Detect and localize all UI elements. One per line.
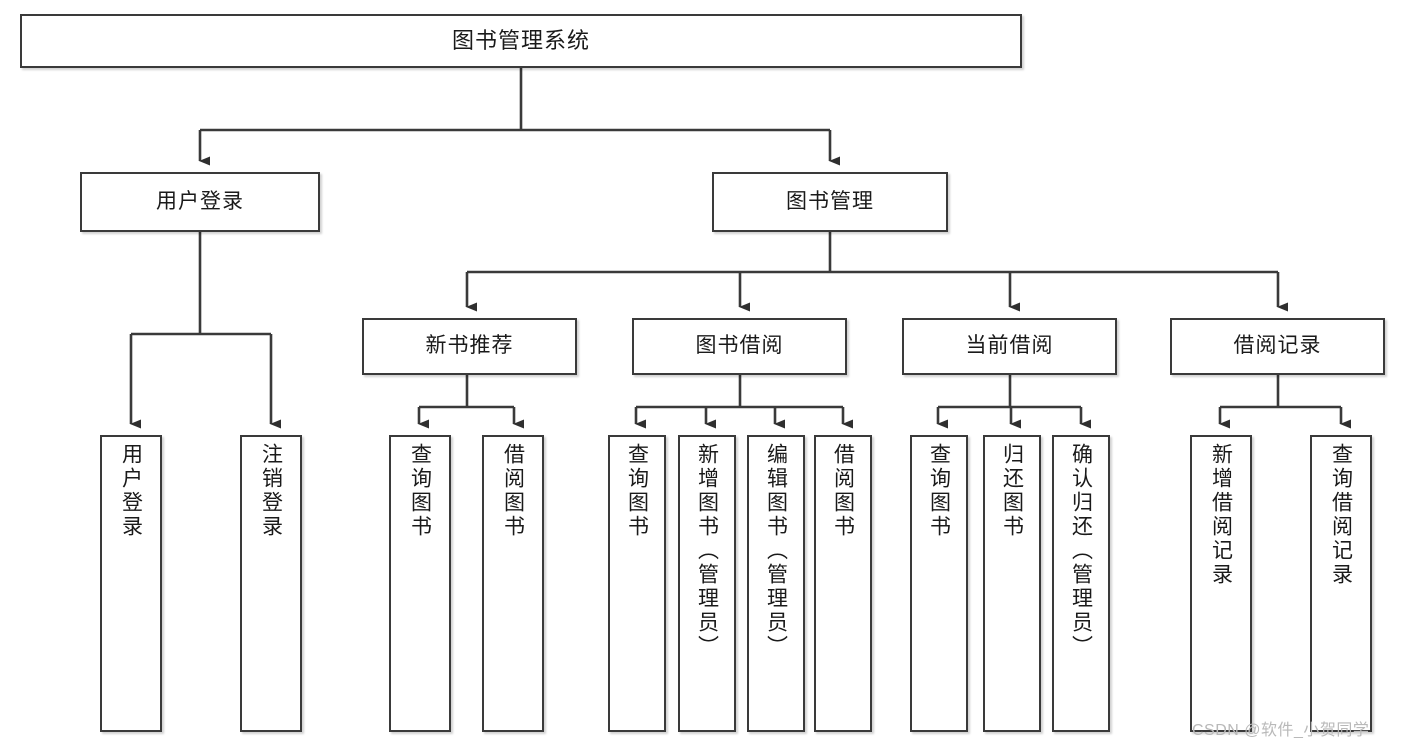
- node-level3-2[interactable]: 当前借阅: [902, 318, 1117, 375]
- node-leaf-6[interactable]: 编辑图书（管理员）: [747, 435, 805, 732]
- node-leaf-0[interactable]: 用户登录: [100, 435, 162, 732]
- node-level3-3[interactable]: 借阅记录: [1170, 318, 1385, 375]
- node-leaf-12-label: 查询借阅记录: [1329, 443, 1353, 587]
- node-leaf-1-label: 注销登录: [259, 443, 283, 539]
- node-leaf-7-label: 借阅图书: [831, 443, 855, 539]
- node-leaf-3[interactable]: 借阅图书: [482, 435, 544, 732]
- node-level2-0-label: 用户登录: [156, 189, 244, 213]
- node-root-system-label: 图书管理系统: [451, 28, 590, 54]
- node-level3-1[interactable]: 图书借阅: [632, 318, 847, 375]
- node-leaf-11[interactable]: 新增借阅记录: [1190, 435, 1252, 732]
- node-leaf-9-label: 归还图书: [1000, 443, 1024, 539]
- node-leaf-4[interactable]: 查询图书: [608, 435, 666, 732]
- node-leaf-2-label: 查询图书: [408, 443, 432, 539]
- node-level3-1-label: 图书借阅: [695, 334, 784, 358]
- node-level2-1[interactable]: 图书管理: [712, 172, 948, 232]
- node-leaf-10-label: 确认归还（管理员）: [1069, 443, 1093, 659]
- node-leaf-2[interactable]: 查询图书: [389, 435, 451, 732]
- node-leaf-4-label: 查询图书: [625, 443, 649, 539]
- csdn-watermark: CSDN @软件_小贺同学: [1192, 722, 1370, 739]
- node-leaf-5-label: 新增图书（管理员）: [695, 443, 719, 659]
- node-leaf-12[interactable]: 查询借阅记录: [1310, 435, 1372, 732]
- node-root-system[interactable]: 图书管理系统: [20, 14, 1022, 68]
- node-leaf-6-label: 编辑图书（管理员）: [764, 443, 788, 659]
- node-leaf-10[interactable]: 确认归还（管理员）: [1052, 435, 1110, 732]
- node-leaf-8[interactable]: 查询图书: [910, 435, 968, 732]
- node-leaf-11-label: 新增借阅记录: [1209, 443, 1233, 587]
- node-leaf-8-label: 查询图书: [927, 443, 951, 539]
- node-leaf-9[interactable]: 归还图书: [983, 435, 1041, 732]
- node-leaf-1[interactable]: 注销登录: [240, 435, 302, 732]
- node-level3-3-label: 借阅记录: [1233, 334, 1322, 358]
- node-level3-0[interactable]: 新书推荐: [362, 318, 577, 375]
- node-level2-1-label: 图书管理: [786, 189, 874, 213]
- node-level3-0-label: 新书推荐: [425, 334, 514, 358]
- node-leaf-7[interactable]: 借阅图书: [814, 435, 872, 732]
- node-leaf-3-label: 借阅图书: [501, 443, 525, 539]
- node-level2-0[interactable]: 用户登录: [80, 172, 320, 232]
- node-level3-2-label: 当前借阅: [965, 334, 1054, 358]
- node-leaf-0-label: 用户登录: [119, 443, 143, 539]
- node-leaf-5[interactable]: 新增图书（管理员）: [678, 435, 736, 732]
